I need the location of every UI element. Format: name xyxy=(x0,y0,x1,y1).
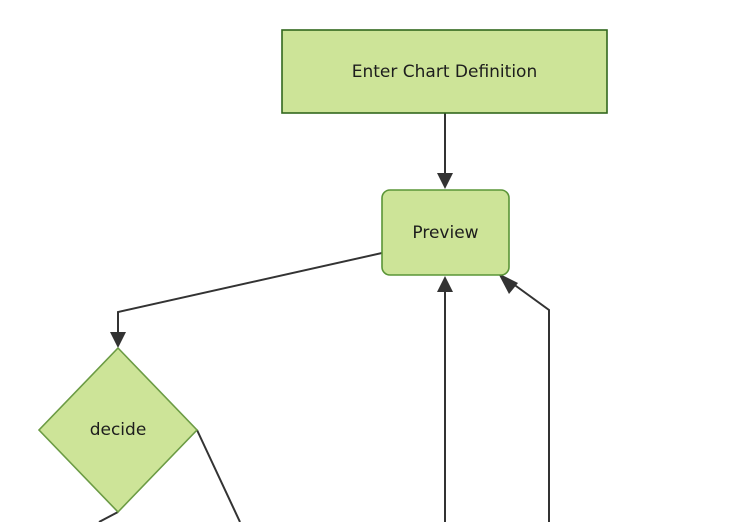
arrowhead-bottom-center-to-preview xyxy=(437,276,453,292)
edge-decide-bottom-out xyxy=(98,511,119,522)
edge-bottom-right-to-preview xyxy=(504,277,550,522)
node-decide-shape xyxy=(37,346,199,514)
edge-layer xyxy=(98,113,550,522)
node-enter-chart-definition-label: Enter Chart Definition xyxy=(352,62,537,82)
node-preview[interactable]: Preview xyxy=(381,189,510,276)
node-decide[interactable]: decide xyxy=(37,346,199,514)
arrowhead-enter-to-preview xyxy=(437,173,453,189)
node-preview-label: Preview xyxy=(412,223,478,243)
edge-preview-to-decide xyxy=(117,252,383,342)
edge-decide-right-out xyxy=(196,429,241,522)
arrowhead-bottom-right-to-preview xyxy=(498,273,518,294)
arrowhead-preview-to-decide xyxy=(110,332,126,348)
node-enter-chart-definition[interactable]: Enter Chart Definition xyxy=(281,29,608,114)
node-enter-chart-definition-shape xyxy=(281,29,608,114)
node-preview-shape xyxy=(381,189,510,276)
node-decide-label: decide xyxy=(90,420,147,440)
node-layer: Enter Chart Definition Preview decide xyxy=(37,29,608,514)
